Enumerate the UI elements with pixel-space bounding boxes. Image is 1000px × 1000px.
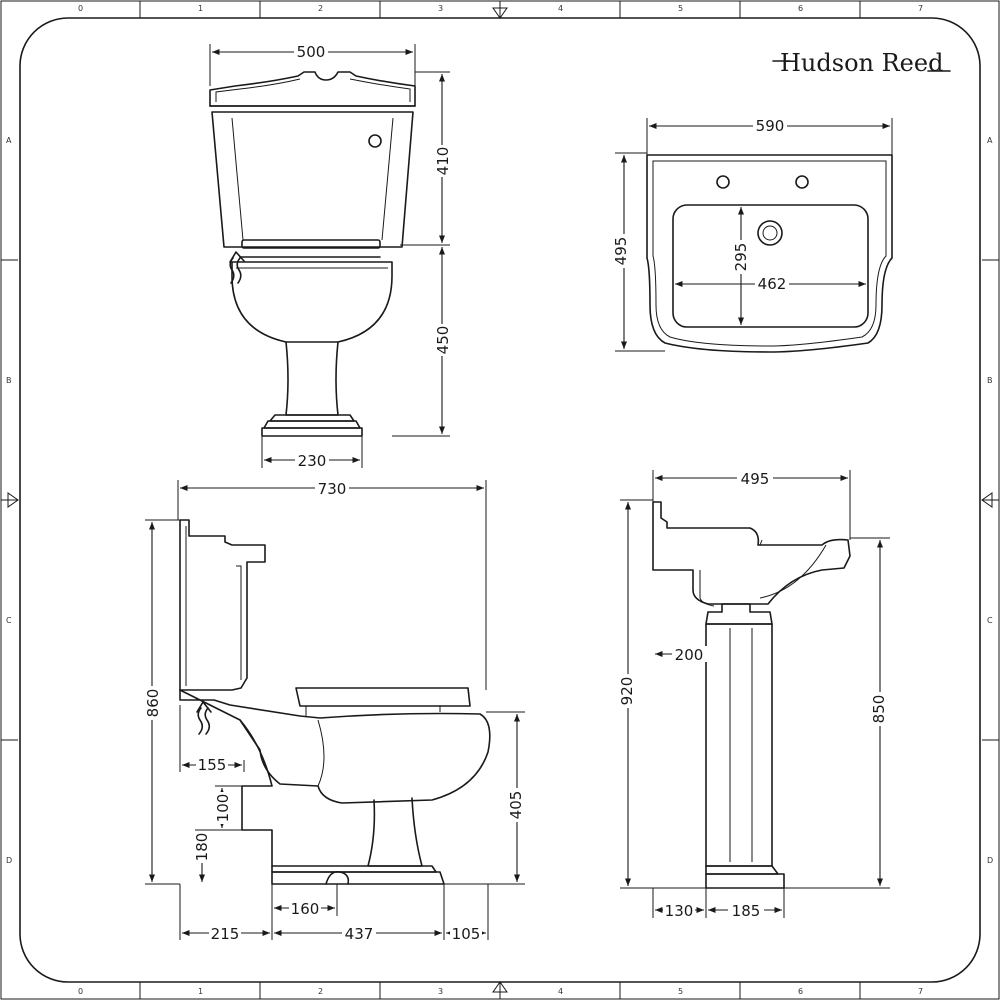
front-view-dimensions: 500 410 450 230 xyxy=(209,42,452,470)
dim-basin-side-495: 495 xyxy=(741,470,770,488)
basin-side-dimensions: 495 920 850 200 130 185 xyxy=(618,470,890,920)
brand-name: Hudson Reed xyxy=(780,49,943,77)
grid-col-2: 2 xyxy=(318,4,323,13)
dim-basin-462: 462 xyxy=(758,275,787,293)
centre-marker-bottom xyxy=(492,981,508,999)
grid-col-3: 3 xyxy=(438,4,443,13)
dim-basin-295: 295 xyxy=(732,243,750,272)
side-view-dimensions: 730 860 155 100 180 405 160 xyxy=(143,480,525,943)
dim-basin-495: 495 xyxy=(612,237,630,266)
grid-col-7-bottom: 7 xyxy=(918,987,923,996)
grid-col-2-bottom: 2 xyxy=(318,987,323,996)
dim-side-155: 155 xyxy=(198,756,227,774)
toilet-side-view xyxy=(179,519,491,885)
dim-basin-side-920: 920 xyxy=(618,677,636,706)
dim-side-160: 160 xyxy=(291,900,320,918)
grid-col-4-bottom: 4 xyxy=(558,987,563,996)
dim-basin-side-200: 200 xyxy=(675,646,704,664)
basin-side-view xyxy=(652,501,851,889)
dim-side-215: 215 xyxy=(211,925,240,943)
centre-marker-right xyxy=(981,492,999,508)
grid-col-1: 1 xyxy=(198,4,203,13)
grid-col-0-bottom: 0 xyxy=(78,987,83,996)
grid-row-d-right: D xyxy=(987,856,993,865)
dim-side-730: 730 xyxy=(318,480,347,498)
centre-marker-left xyxy=(1,492,19,508)
dim-front-230: 230 xyxy=(298,452,327,470)
grid-row-a: A xyxy=(6,136,12,145)
grid-col-7: 7 xyxy=(918,4,923,13)
dim-basin-side-185: 185 xyxy=(732,902,761,920)
grid-row-b: B xyxy=(6,376,12,385)
basin-plan-dimensions: 590 495 295 462 xyxy=(612,117,893,352)
grid-col-5: 5 xyxy=(678,4,683,13)
dim-front-500: 500 xyxy=(297,43,326,61)
grid-col-4: 4 xyxy=(558,4,563,13)
grid-row-c: C xyxy=(6,616,12,625)
grid-row-a-right: A xyxy=(987,136,993,145)
dim-side-860: 860 xyxy=(144,689,162,718)
dim-front-410: 410 xyxy=(434,147,452,176)
brand-logo: Hudson Reed xyxy=(772,49,951,77)
flush-arrow-icon xyxy=(229,251,245,284)
dim-side-405: 405 xyxy=(507,791,525,820)
grid-col-3-bottom: 3 xyxy=(438,987,443,996)
toilet-front-view xyxy=(209,71,416,437)
dim-side-180: 180 xyxy=(193,833,211,862)
grid-col-6-bottom: 6 xyxy=(798,987,803,996)
flush-arrow-side-icon xyxy=(196,701,212,735)
dim-side-100: 100 xyxy=(214,794,232,823)
grid-row-b-right: B xyxy=(987,376,993,385)
centre-marker-top xyxy=(492,1,508,19)
grid-row-c-right: C xyxy=(987,616,993,625)
grid-col-5-bottom: 5 xyxy=(678,987,683,996)
grid-col-0: 0 xyxy=(78,4,83,13)
dim-side-105: 105 xyxy=(452,925,481,943)
dim-front-450: 450 xyxy=(434,326,452,355)
grid-col-1-bottom: 1 xyxy=(198,987,203,996)
dim-basin-side-130: 130 xyxy=(665,902,694,920)
dim-side-437: 437 xyxy=(345,925,374,943)
basin-plan-view xyxy=(646,154,893,353)
grid-row-d: D xyxy=(6,856,12,865)
dim-basin-side-850: 850 xyxy=(870,695,888,724)
grid-col-6: 6 xyxy=(798,4,803,13)
dim-basin-590: 590 xyxy=(756,117,785,135)
